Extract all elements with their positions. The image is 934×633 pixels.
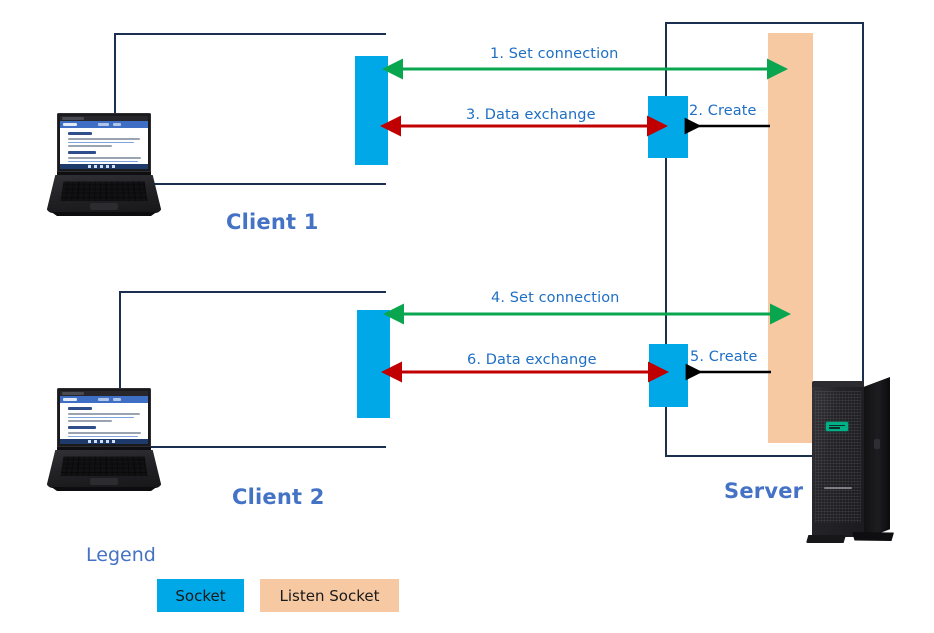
client1-label: Client 1 (226, 210, 319, 234)
legend-item-listen-socket: Listen Socket (260, 579, 399, 612)
client2-laptop-icon (46, 388, 162, 492)
legend-item-listen-socket-label: Listen Socket (279, 586, 380, 605)
step-6-label: 6. Data exchange (467, 352, 597, 368)
legend-item-socket-label: Socket (175, 586, 226, 605)
listen-socket[interactable] (768, 33, 813, 443)
step-4-label: 4. Set connection (491, 290, 620, 306)
client2-label: Client 2 (232, 485, 325, 509)
client1-bracket (114, 33, 386, 185)
server-frame (665, 22, 864, 457)
step-3-label: 3. Data exchange (466, 107, 596, 123)
step-1-label: 1. Set connection (490, 46, 619, 62)
server-label: Server (724, 479, 804, 503)
server-tower-icon (806, 377, 907, 543)
legend-item-socket: Socket (157, 579, 244, 612)
client2-bracket (119, 291, 386, 448)
step-2-label: 2. Create (689, 103, 757, 119)
legend-title: Legend (86, 544, 156, 566)
client1-laptop-icon (46, 113, 162, 217)
step-5-label: 5. Create (690, 349, 758, 365)
